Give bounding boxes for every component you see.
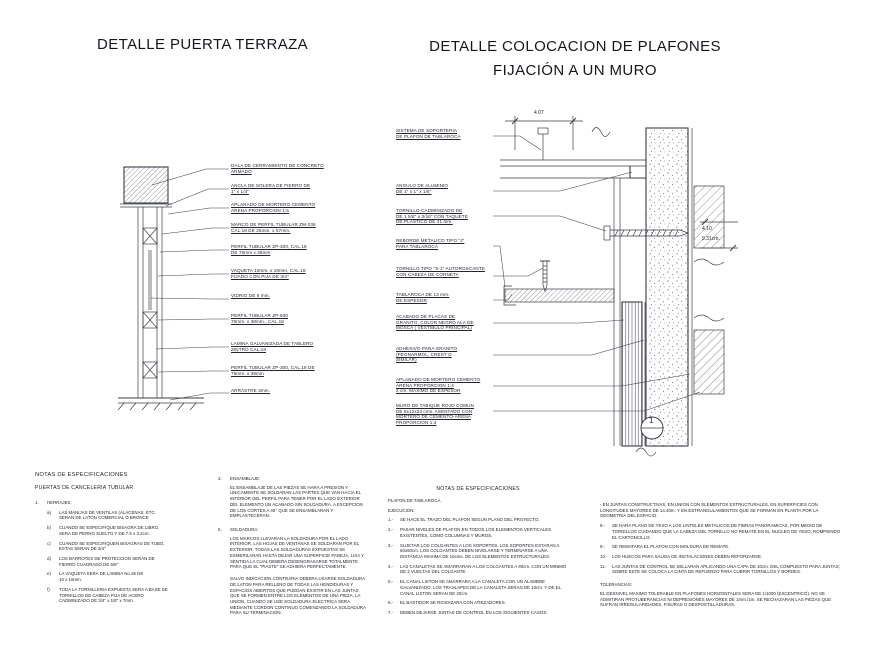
notes-middle-body-1: EL ENSAMBLAJE DE LAS PIEZAS SE HARA A PR… <box>230 484 363 519</box>
notes-left-section-title: HERRAJES: <box>47 500 72 505</box>
notes-middle-section-2: 5. SOLDADURA: <box>218 527 259 533</box>
notes-left: NOTAS DE ESPECIFICACIONES PUERTAS DE CAN… <box>35 472 213 604</box>
note-item: 7.- DEBEN DEJARSE JUNTAS DE CONTROL EN L… <box>388 610 548 616</box>
label-perfil-zp300-b: PERFIL TUBULAR ZP-300, CAL.18 DE 76mm. x… <box>231 365 315 376</box>
left-detail-title: DETALLE PUERTA TERRAZA <box>97 36 309 53</box>
note-item: b) CUANDO SE ESPECIFIQUE BISAGRA DE LIBR… <box>47 525 160 536</box>
note-item: 9.- SE REMATARA EL PLAFON CON MOLDURA DE… <box>600 544 730 550</box>
detail-circle-number: 1 <box>649 416 654 425</box>
label-reborde-metalico: REBORDE METALICO TIPO "J" PARA TABLAROCA <box>396 238 465 249</box>
label-ancla: ANCLA DE SOLERA DE FIERRO DE 1" x 1/4" <box>231 183 311 194</box>
label-muro-tabique: MURO DE TABIQUE ROJO COMUN DE 8x12x24 cm… <box>396 403 474 426</box>
terrace-door-section <box>117 166 204 411</box>
note-item: e) LA VAQUETA SERA DE LAMINA No.26 DE 10… <box>47 571 144 583</box>
notes-right-header: NOTAS DE ESPECIFICACIONES <box>436 486 520 492</box>
dim-mid: 4.10 <box>702 226 712 232</box>
label-angulo-aluminio: ANGULO DE ALUMINIO DE 1" x 1" x 1/8" <box>396 183 449 194</box>
notes-far-right: - EN JUNTAS CONSTRUCTIVAS, EN UNION CON … <box>600 502 842 608</box>
notes-left-header: NOTAS DE ESPECIFICACIONES <box>35 472 128 478</box>
notes-left-section-marker: 1. <box>35 500 39 505</box>
note-item: 8.- SE HARA PLANO DE YESO A LOS LINTELES… <box>600 523 841 540</box>
tolerances-body: EL DESNIVEL MAXIMO TOLERABLE EN PLAFONES… <box>600 590 832 608</box>
note-item: 1.- SE HACE EL TRAZO DEL PLAFON SEGUN PL… <box>388 517 540 523</box>
label-lamina-galvanizada: LAMINA GALVANIZADA DE TABLERO ZINTRO CAL… <box>231 341 314 352</box>
note-item: 11.- LAS JUNTAS DE CONTROL SE SELLARAN A… <box>600 563 840 575</box>
label-marco-perfil: MARCO DE PERFIL TUBULAR ZM-236 CAL.18 DE… <box>231 222 316 233</box>
notes-middle-section-1: 3. ENSAMBLAJE: <box>218 476 261 481</box>
note-item: d) LOS BARROTES DE PROTECCION SERAN DE F… <box>47 556 155 567</box>
label-sistema-soporteria: SISTEMA DE SOPORTERIA DE PLAFON DE TABLA… <box>396 128 461 139</box>
label-adhesivo-granito: ADHESIVO PARA GRANITO (PEGNARMOL, CREST … <box>396 346 458 363</box>
label-acabado-granito: ACABADO DE PLACAS DE GRANITO, COLOR NEGR… <box>396 314 474 331</box>
tolerances-header: TOLERANCIAS: <box>600 582 633 588</box>
notes-right-exec: EJECUCION: <box>388 507 415 513</box>
notes-middle-body-2: LOS MARCOS LLEVARAN LA SOLDADURA POR EL … <box>230 535 364 570</box>
note-item: 3.- SUJETAR LOS COLGANTES A LOS SOPORTES… <box>388 542 560 560</box>
notes-right: NOTAS DE ESPECIFICACIONES PLAFON DE TABL… <box>388 486 568 616</box>
label-perfil-zp300: PERFIL TUBULAR ZP-300, CAL.18 DE 76mm x … <box>231 244 307 255</box>
notes-middle: 3. ENSAMBLAJE: EL ENSAMBLAJE DE LAS PIEZ… <box>218 476 368 616</box>
note-item: 4.- LAS CANALETAS SE AMARRARAN A LOS COL… <box>388 563 567 575</box>
notes-left-subheader: PUERTAS DE CANCELERIA TUBULAR <box>35 485 134 491</box>
dim-mid2: 9.31cm. <box>702 236 720 242</box>
note-item: f) TODA LA TORNILLERIA EXPUESTA SERA A B… <box>47 586 168 604</box>
right-detail-title: DETALLE COLOCACION DE PLAFONES <box>429 38 721 55</box>
plafon-wall-section <box>500 116 738 457</box>
note-item: 5.- EL CANAL LISTON SE AMARRARA A LA CAN… <box>388 579 561 596</box>
label-perfil-zp630: PERFIL TUBULAR ZP-630 76mm. x 38mm., CAL… <box>231 313 288 324</box>
label-vaqueta: VAQUETA 10mm. x 19mm, CAL.18 FIJADO CON … <box>231 268 306 279</box>
label-aplanado: APLANADO DE MORTERO CEMENTO ARENA PROPOR… <box>231 202 316 213</box>
label-arrastre: ARRASTRE 3mm. <box>231 388 271 393</box>
note-item: a) LAS MANIJAS DE VENTILAS (ALACENAS, ET… <box>47 509 156 521</box>
label-tornillo-cadminizado: TORNILLO CADMINIZADO DE DE 1 5/8" x 3/16… <box>396 208 468 225</box>
right-detail-subtitle: FIJACIÓN A UN MURO <box>493 62 657 79</box>
note-item: 2.- PASAR NIVELES DE PLAFON EN TODOS LOS… <box>388 527 552 538</box>
label-tornillo-s1: TORNILLO TIPO "S-1" AUTOROSCANTE CON CAB… <box>396 266 485 277</box>
note-item: 6.- EL BASTIDOR SE RIGIDIZARA CON ATIEZA… <box>388 600 506 606</box>
dim-top: 4.07 <box>534 110 544 116</box>
label-tablaroca: TABLAROCA DE 13 mm. DE ESPESOR <box>396 292 450 303</box>
right-leader-lines <box>493 135 701 412</box>
left-leader-lines <box>150 168 229 401</box>
label-vidrio: VIDRIO DE 6 mm. <box>231 293 271 298</box>
notes-far-right-p0: - EN JUNTAS CONSTRUCTIVAS, EN UNION CON … <box>600 502 819 519</box>
notes-right-subheader: PLAFON DE TABLAROCA. <box>388 498 442 503</box>
notes-middle-body-3: SALVO INDICACION CONTRARIA DEBERA USARSE… <box>230 576 366 616</box>
note-item: c) CUANDO SE ESPECIFIQUEN BISAGRAS DE TU… <box>47 540 165 552</box>
notes-left-section: 1. HERRAJES: <box>35 500 213 506</box>
label-dala: DALA DE CERRAMIENTO DE CONCRETO ARMADO <box>231 163 324 174</box>
note-item: 10.- LOS HUECOS PARA SALIDA DE INSTALACI… <box>600 554 763 560</box>
label-aplanado-mortero: APLANADO DE MORTERO CEMENTO ARENA PROPOR… <box>396 377 481 394</box>
